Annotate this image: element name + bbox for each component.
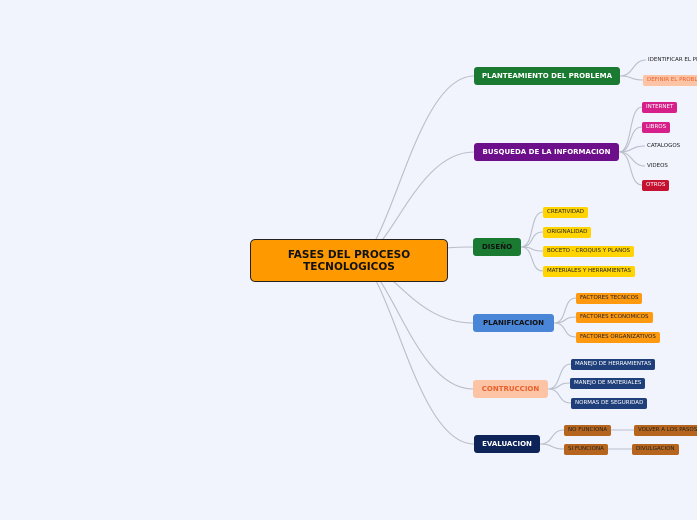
child-node-label: FACTORES TECNICOS (580, 295, 639, 301)
connector-line (354, 259, 475, 445)
grandchild-node-label: VOLVER A LOS PASOS (638, 427, 697, 433)
connector-line (547, 388, 572, 404)
connector-line (547, 363, 572, 390)
child-node[interactable]: MATERIALES Y HERRAMIENTAS (543, 265, 635, 277)
branch-node-label: BUSQUEDA DE LA INFORMACION (482, 148, 611, 156)
child-node-label: NO FUNCIONA (568, 427, 608, 433)
grandchild-node-label: DIVULGACION (636, 446, 675, 452)
child-node[interactable]: OTROS (642, 179, 670, 191)
child-node-label: VIDEOS (647, 163, 668, 169)
grandchild-node[interactable]: DIVULGACION (632, 443, 679, 455)
grandchild-node[interactable]: VOLVER A LOS PASOS (634, 424, 697, 436)
connector-line (354, 75, 475, 261)
child-node-label: DEFINIR EL PROBLEMA (647, 77, 697, 83)
connector-line (553, 297, 577, 324)
child-node[interactable]: MANEJO DE HERRAMIENTAS (571, 358, 656, 370)
branch-node[interactable]: DISEÑO (473, 238, 521, 256)
child-node-label: ORIGINALIDAD (547, 229, 588, 235)
child-node[interactable]: DEFINIR EL PROBLEMA (643, 74, 697, 86)
child-node[interactable]: INTERNET (642, 101, 678, 113)
connector-line (539, 429, 565, 445)
child-node[interactable]: ORIGINALIDAD (543, 226, 592, 238)
central-node-title: FASES DEL PROCESO TECNOLOGICOS (287, 248, 411, 273)
connector-line (619, 75, 644, 81)
branch-node-label: CONTRUCCION (481, 385, 540, 393)
child-node-label: BOCETO - CROQUIS Y PLANOS (547, 248, 631, 254)
child-node[interactable]: CATALOGOS (645, 141, 682, 152)
branch-node-label: PLANTEAMIENTO DEL PROBLEMA (481, 72, 613, 80)
connector-line (539, 443, 565, 450)
connector-line (618, 106, 643, 153)
connector-line (618, 151, 643, 186)
child-node-label: CATALOGOS (647, 143, 681, 149)
connector-line (618, 126, 643, 153)
child-node-label: MATERIALES Y HERRAMIENTAS (547, 268, 631, 274)
child-node[interactable]: IDENTIFICAR EL PROBLEMA (646, 55, 697, 66)
branch-node[interactable]: EVALUACION (474, 435, 540, 453)
branch-node[interactable]: CONTRUCCION (473, 380, 548, 398)
connector-line (520, 231, 544, 248)
child-node[interactable]: SI FUNCIONA (564, 443, 608, 455)
connector-line (553, 322, 577, 338)
branch-node-label: DISEÑO (481, 243, 513, 251)
child-node[interactable]: CREATIVIDAD (543, 206, 588, 218)
connector-line (619, 59, 647, 77)
central-node[interactable]: FASES DEL PROCESO TECNOLOGICOS (250, 239, 448, 282)
connector-line (520, 246, 544, 272)
branch-node-label: PLANIFICACION (483, 319, 544, 327)
child-node[interactable]: FACTORES TECNICOS (576, 292, 643, 304)
child-node-label: FACTORES ORGANIZATIVOS (580, 334, 656, 340)
connector-line (520, 211, 544, 248)
child-node[interactable]: FACTORES ORGANIZATIVOS (576, 331, 660, 343)
child-node[interactable]: FACTORES ECONOMICOS (576, 311, 653, 323)
child-node-label: INTERNET (646, 104, 674, 110)
child-node[interactable]: BOCETO - CROQUIS Y PLANOS (543, 245, 635, 257)
branch-node-label: EVALUACION (482, 440, 532, 448)
child-node-label: LIBROS (646, 124, 667, 130)
child-node[interactable]: NO FUNCIONA (564, 424, 612, 436)
connector-line (618, 151, 646, 167)
child-node[interactable]: MANEJO DE MATERIALES (570, 377, 646, 389)
child-node-label: IDENTIFICAR EL PROBLEMA (648, 57, 697, 63)
branch-node[interactable]: PLANIFICACION (473, 314, 554, 332)
child-node-label: MANEJO DE HERRAMIENTAS (575, 361, 652, 367)
child-node-label: MANEJO DE MATERIALES (574, 380, 642, 386)
child-node-label: SI FUNCIONA (568, 446, 604, 452)
child-node-label: OTROS (646, 182, 666, 188)
child-node[interactable]: NORMAS DE SEGURIDAD (571, 397, 648, 409)
child-node-label: CREATIVIDAD (547, 209, 584, 215)
branch-node[interactable]: BUSQUEDA DE LA INFORMACION (474, 143, 619, 161)
child-node[interactable]: LIBROS (642, 121, 671, 133)
child-node-label: NORMAS DE SEGURIDAD (575, 400, 644, 406)
branch-node[interactable]: PLANTEAMIENTO DEL PROBLEMA (474, 67, 620, 85)
child-node[interactable]: VIDEOS (645, 161, 670, 172)
child-node-label: FACTORES ECONOMICOS (580, 314, 649, 320)
